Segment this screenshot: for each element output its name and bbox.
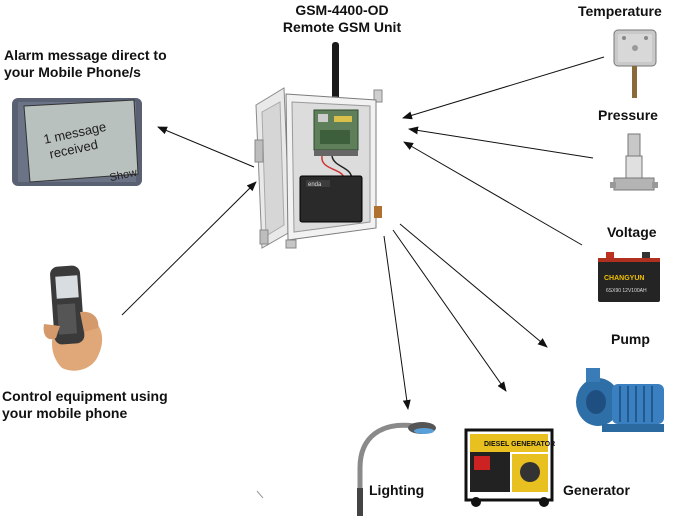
pump-label: Pump [611, 331, 650, 347]
unit-title-line1: GSM-4400-OD [295, 2, 389, 18]
battery-spec: 6SX90 12V100AH [606, 288, 647, 294]
battery-image: CHANGYUN 6SX90 12V100AH [598, 252, 660, 302]
arrow-from-control-phone [121, 181, 257, 316]
generator-image: DIESEL GENERATOR [464, 428, 555, 507]
voltage-label: Voltage [607, 224, 657, 240]
stray-mark [256, 490, 264, 499]
alarm-label-line1: Alarm message direct to [4, 47, 167, 63]
arrow-to-generator [392, 229, 507, 392]
lighting-label: Lighting [369, 482, 425, 498]
pump-image [576, 368, 664, 432]
battery-brand: CHANGYUN [604, 275, 644, 282]
alarm-label: Alarm message direct to your Mobile Phon… [4, 47, 167, 81]
control-label-line1: Control equipment using [2, 388, 168, 404]
generator-brand: DIESEL GENERATOR [484, 441, 555, 448]
control-phone-image [43, 265, 103, 371]
pressure-sensor-image [610, 133, 658, 191]
control-label-line2: your mobile phone [2, 405, 128, 421]
arrow-from-pressure [408, 126, 594, 159]
control-label: Control equipment using your mobile phon… [2, 388, 168, 422]
street-light-image [357, 422, 436, 516]
phone-softkey-label: Show [109, 167, 138, 184]
temperature-label: Temperature [578, 3, 662, 19]
arrow-from-temperature [402, 56, 605, 120]
arrow-to-alarm-phone [157, 126, 255, 168]
battery-brand-text: enda [308, 182, 322, 188]
generator-label: Generator [563, 482, 630, 498]
alarm-label-line2: your Mobile Phone/s [4, 64, 141, 80]
arrow-from-voltage [403, 141, 583, 246]
arrow-to-lighting [383, 235, 411, 410]
arrow-to-pump [399, 223, 548, 348]
unit-title-line2: Remote GSM Unit [282, 19, 402, 35]
pressure-label: Pressure [598, 107, 658, 123]
unit-title: GSM-4400-OD Remote GSM Unit [262, 2, 422, 36]
alarm-phone-image: 1 message received Show [12, 98, 142, 186]
temperature-sensor-image [613, 29, 657, 98]
gsm-unit-image: enda [254, 42, 383, 249]
